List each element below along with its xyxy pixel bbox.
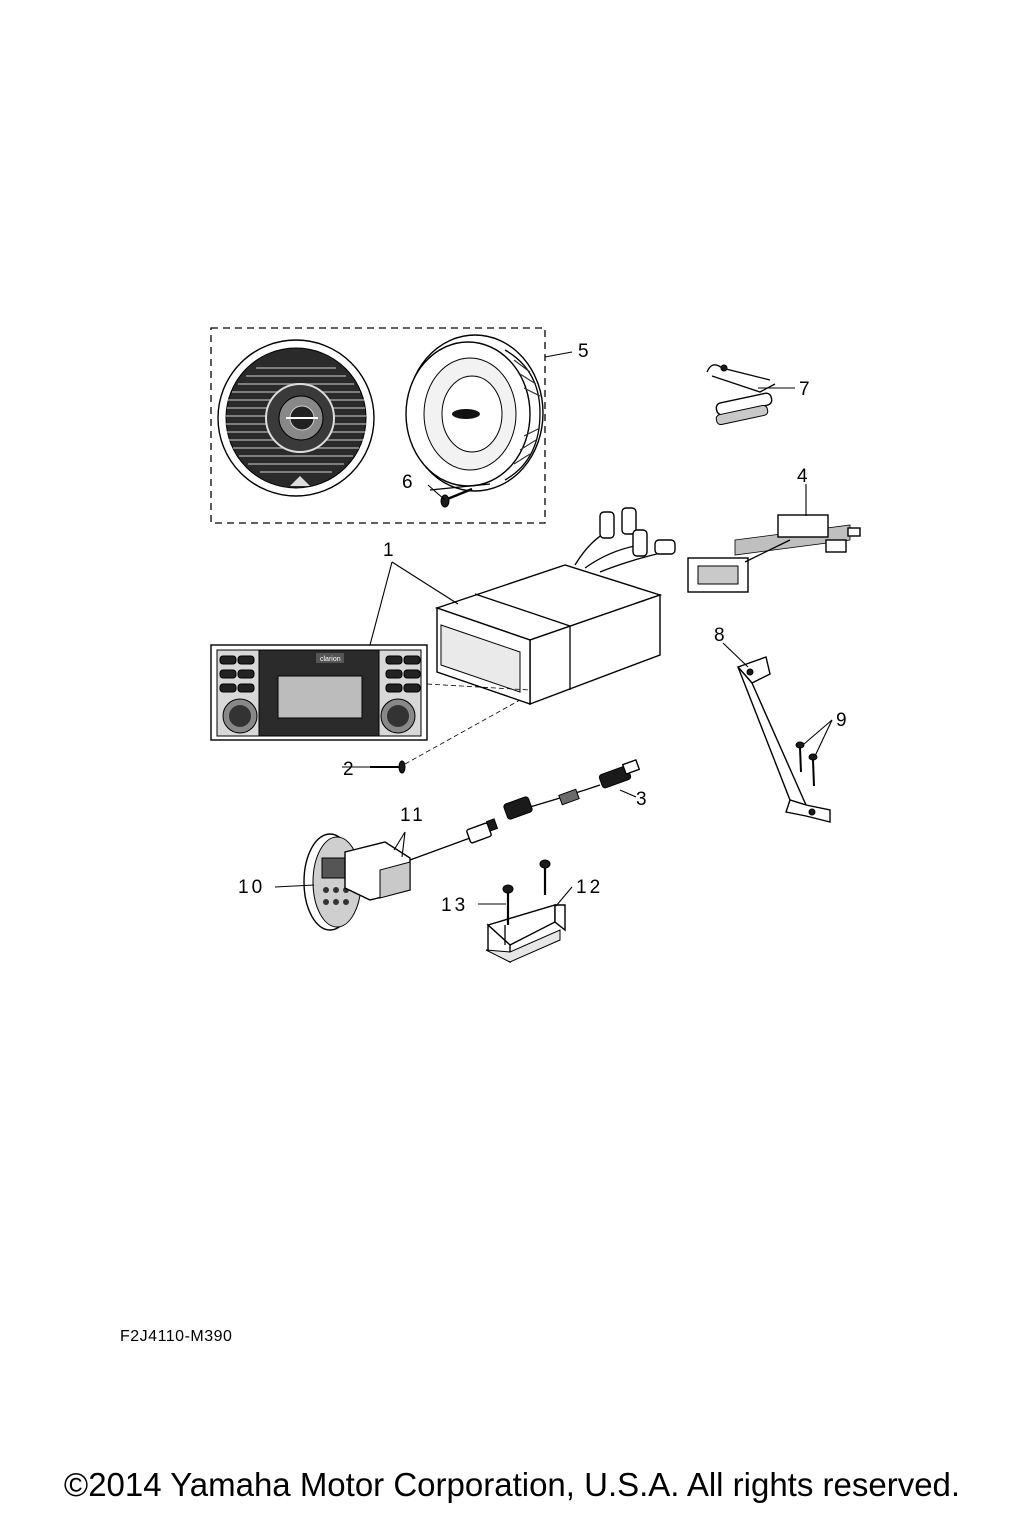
remote-unit [303, 818, 499, 931]
bracket-12 [485, 904, 566, 964]
callout-2: 2 [343, 759, 357, 780]
callout-8: 8 [714, 625, 728, 646]
callout-11: 11 [400, 805, 426, 826]
callout-5: 5 [578, 341, 592, 362]
callout-numbers: 1 2 3 4 5 6 7 8 9 10 11 12 13 [238, 341, 850, 916]
wire-harness-4 [687, 514, 861, 593]
bracket-8 [736, 656, 831, 823]
speaker-grille [217, 339, 375, 497]
usb-cable [503, 759, 641, 820]
callout-7: 7 [799, 379, 813, 400]
callout-13: 13 [441, 895, 468, 916]
radio-chassis [434, 507, 676, 706]
callout-9: 9 [836, 710, 850, 731]
callout-6: 6 [402, 472, 416, 493]
screw-2 [370, 699, 521, 774]
speaker-body [405, 334, 544, 492]
leader-lines [274, 351, 833, 907]
screws-13 [502, 859, 551, 925]
callout-10: 10 [238, 877, 265, 898]
speaker-kit-group [210, 327, 546, 524]
radio-faceplate: clarion [210, 644, 531, 741]
radio-buttons-right [385, 655, 421, 693]
callout-1: 1 [383, 540, 397, 561]
copyright-notice: ©2014 Yamaha Motor Corporation, U.S.A. A… [63, 1466, 961, 1503]
callout-4: 4 [797, 466, 811, 487]
screws-9 [795, 741, 818, 787]
callout-12: 12 [576, 877, 603, 898]
radio-brand: clarion [320, 656, 341, 663]
callout-3: 3 [636, 789, 650, 810]
diagram-code: F2J4110-M390 [120, 1328, 233, 1345]
radio-buttons-left [219, 655, 255, 693]
wire-harness-7 [706, 364, 776, 426]
